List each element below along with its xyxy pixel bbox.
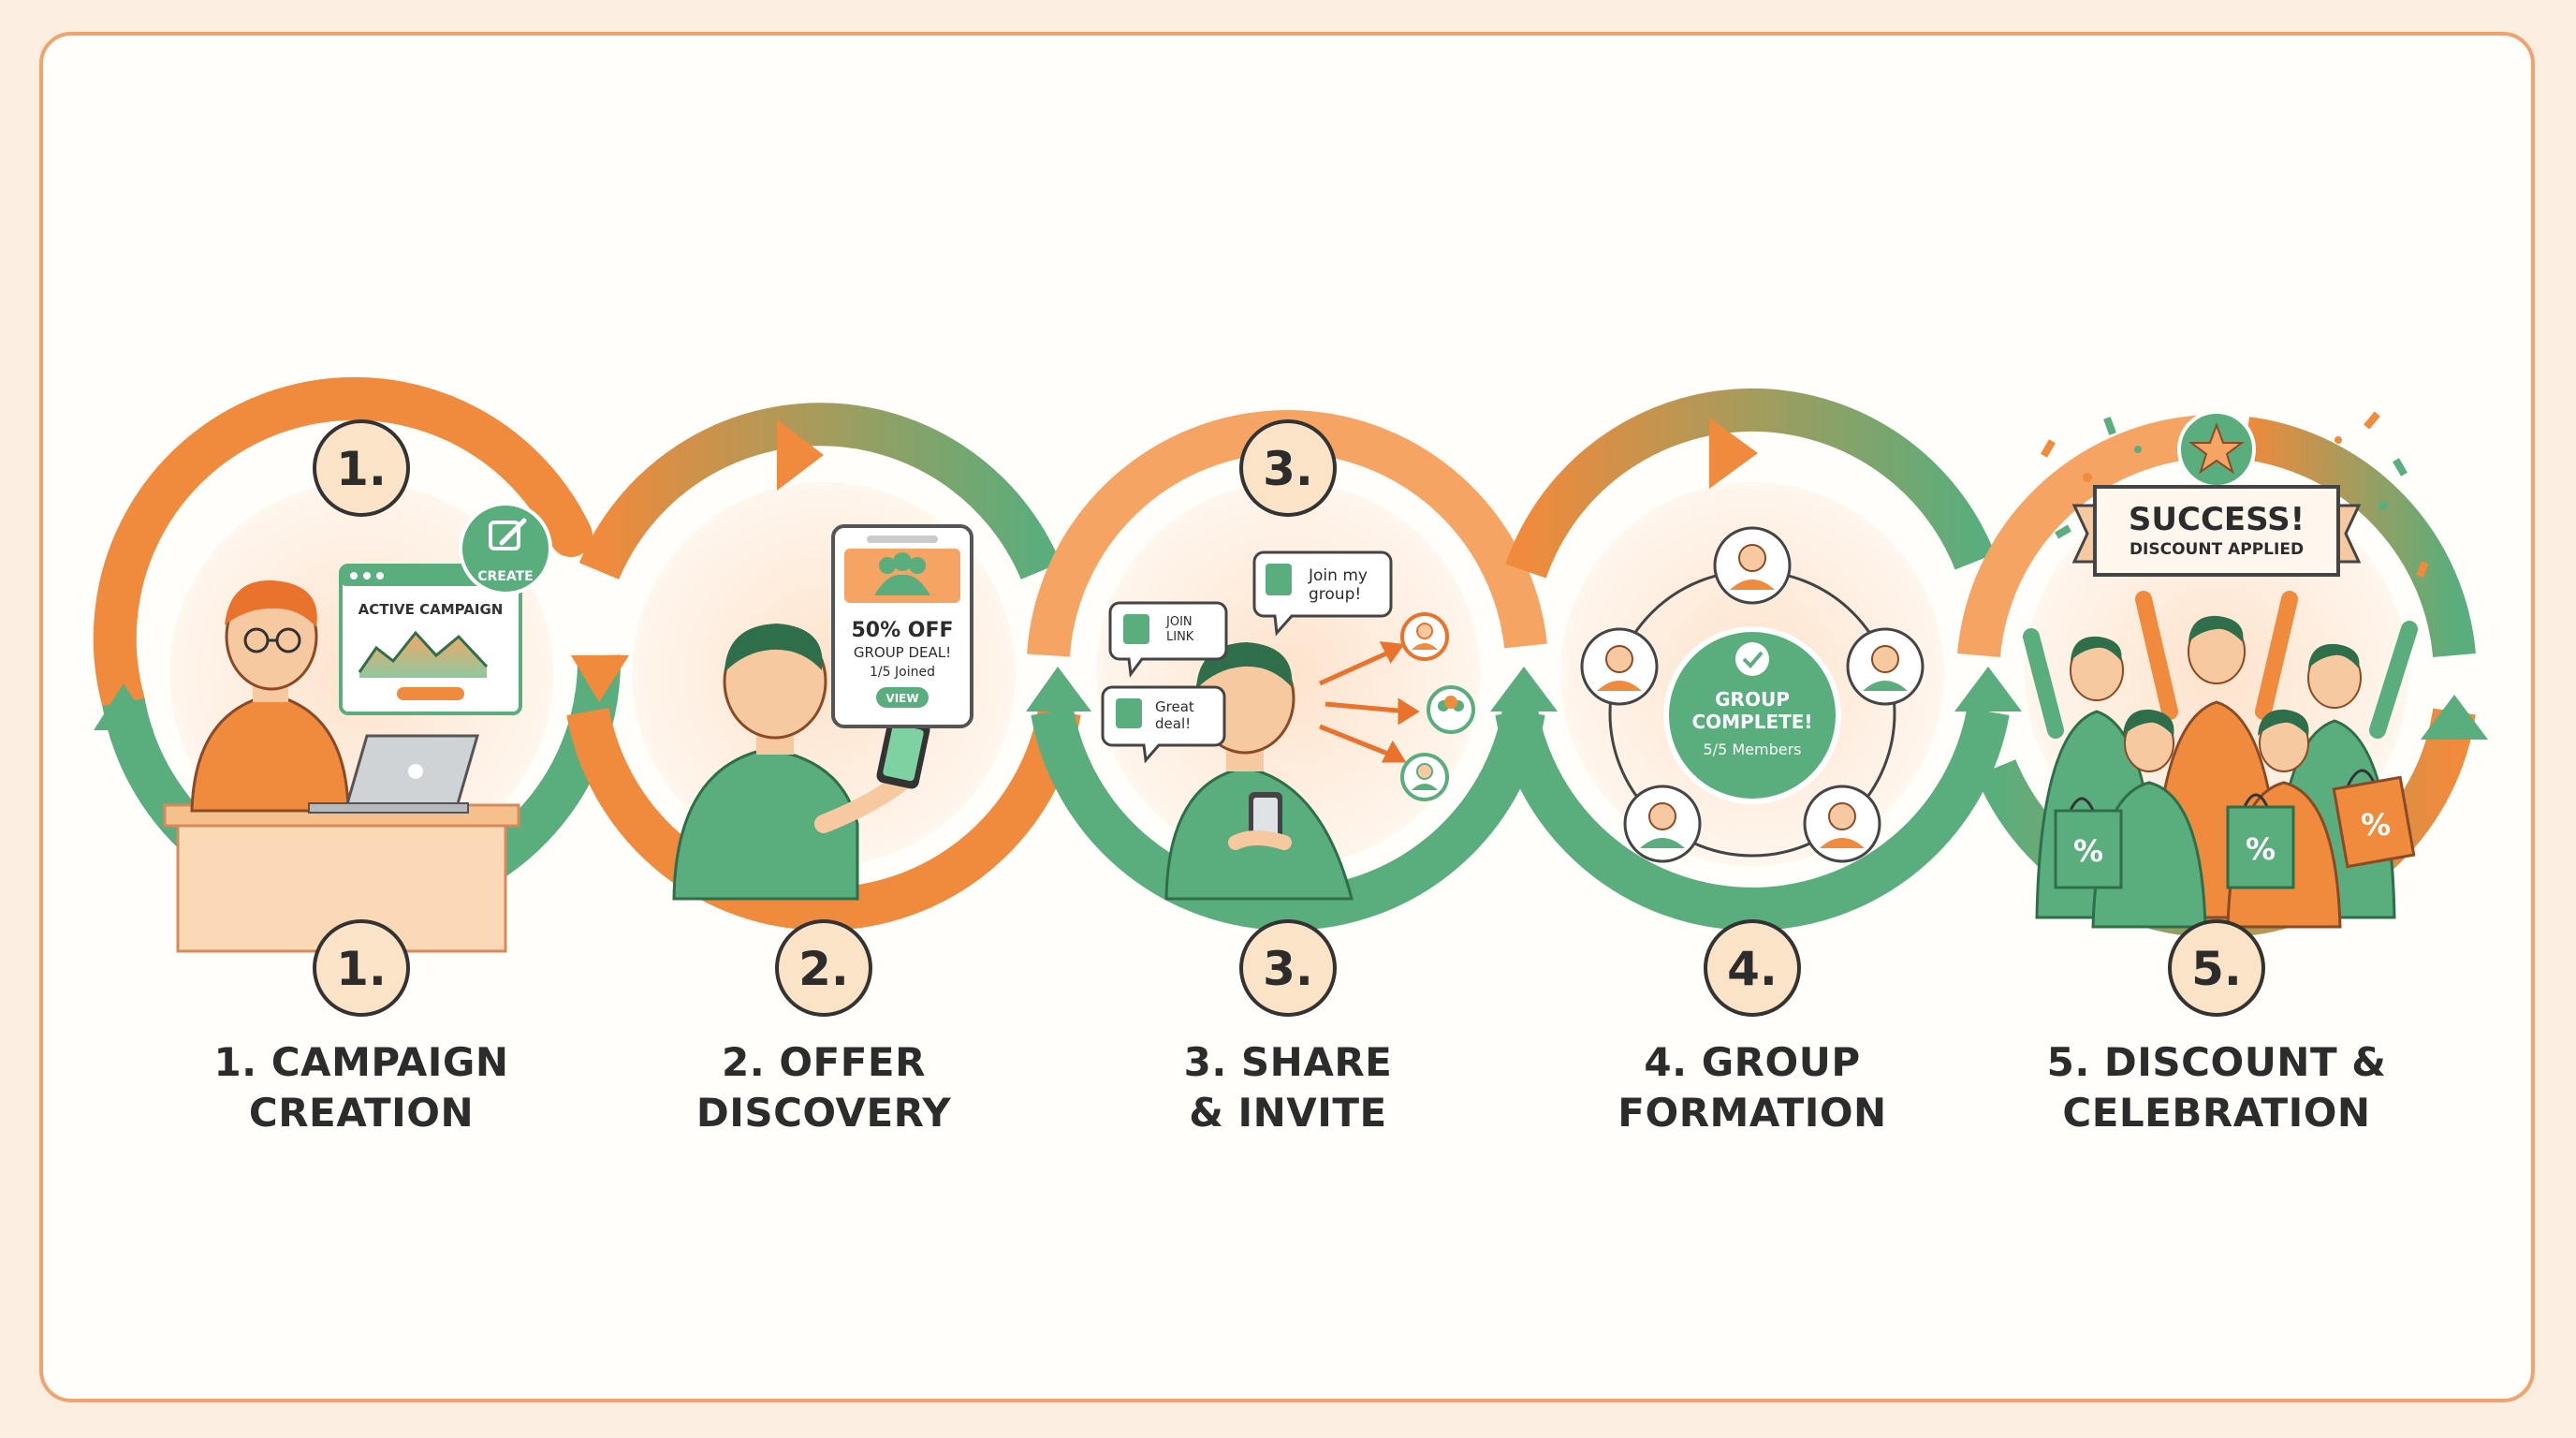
group-icon xyxy=(874,552,930,595)
dashboard-title: ACTIVE CAMPAIGN xyxy=(359,601,504,618)
arrow-head-icon xyxy=(1709,418,1758,489)
discount-applied-label: DISCOUNT APPLIED xyxy=(2130,540,2304,559)
top-arc xyxy=(1505,388,1996,579)
star-badge xyxy=(2177,410,2256,489)
link-icon xyxy=(1123,614,1149,644)
bottom-badge-number: 5. xyxy=(2191,942,2242,996)
step-1-label-line1: 1. CAMPAIGN xyxy=(213,1039,509,1085)
check-icon xyxy=(1735,642,1769,676)
step-2-label: 2. OFFER DISCOVERY xyxy=(627,1037,1020,1138)
step-3-label-line1: 3. SHARE xyxy=(1183,1039,1393,1085)
bottom-badge: 2. xyxy=(775,919,872,1017)
bag-percent: % xyxy=(2246,831,2276,867)
link-icon xyxy=(1266,564,1292,595)
campaign-dashboard: ACTIVE CAMPAIGN xyxy=(339,564,522,715)
create-button: CREATE xyxy=(459,502,552,595)
step-3-label-line2: & INVITE xyxy=(1189,1090,1387,1136)
phone-icon xyxy=(876,716,930,789)
arrow-head-icon xyxy=(1026,667,1091,712)
bottom-badge-number: 1. xyxy=(336,942,387,996)
bag-percent: % xyxy=(2073,833,2103,869)
contact-avatars xyxy=(1400,612,1475,801)
offer-joined-count: 1/5 Joined xyxy=(870,665,935,680)
top-badge-number: 3. xyxy=(1263,442,1313,496)
step-2-label-line1: 2. OFFER xyxy=(722,1039,926,1085)
orange-arc xyxy=(1957,415,2211,658)
step-5-label-line1: 5. DISCOUNT & xyxy=(2046,1039,2387,1085)
person-icon xyxy=(190,580,350,813)
group-line1: GROUP xyxy=(1715,688,1790,711)
top-badge: 1. xyxy=(313,419,410,517)
step-2-offer-discovery: 50% OFF GROUP DEAL! 1/5 Joined VIEW 2. xyxy=(566,403,1091,1017)
bottom-badge: 3. xyxy=(1239,919,1337,1017)
group-line2: COMPLETE! xyxy=(1691,711,1812,733)
step-2-label-line2: DISCOVERY xyxy=(695,1090,952,1136)
arrow-head-icon xyxy=(94,683,154,730)
bag-percent: % xyxy=(2361,807,2391,843)
create-label: CREATE xyxy=(477,569,533,584)
step-1-campaign-creation: ACTIVE CAMPAIGN CREATE 1. 1. xyxy=(93,376,629,1017)
step-5-discount-celebration: SUCCESS! DISCOUNT APPLIED xyxy=(1957,410,2488,1017)
step-1-label-line2: CREATION xyxy=(248,1090,475,1136)
green-arc xyxy=(1031,707,1545,931)
success-banner: SUCCESS! DISCOUNT APPLIED xyxy=(2071,485,2362,577)
step-4-label-line1: 4. GROUP xyxy=(1644,1039,1861,1085)
arrow-head-icon xyxy=(777,419,824,491)
top-badge-number: 1. xyxy=(336,442,387,496)
laptop-icon xyxy=(308,734,479,814)
step-4-label: 4. GROUP FORMATION xyxy=(1556,1037,1949,1138)
shopping-bag-icon: % % % xyxy=(2054,769,2416,889)
phone-icon xyxy=(1228,792,1292,850)
arrow-head-icon xyxy=(1490,667,1558,712)
orange-arc xyxy=(566,707,1081,931)
step-4-label-line2: FORMATION xyxy=(1617,1090,1887,1136)
view-button xyxy=(876,687,929,708)
success-title: SUCCESS! xyxy=(2129,501,2305,538)
offer-discount: 50% OFF xyxy=(851,619,953,642)
star-icon xyxy=(2188,422,2245,475)
confetti-icon xyxy=(2041,411,2429,578)
arrow-head-icon xyxy=(2421,695,2488,740)
step-1-label: 1. CAMPAIGN CREATION xyxy=(165,1037,558,1138)
view-label: VIEW xyxy=(886,692,918,705)
bottom-badge: 5. xyxy=(2168,919,2265,1017)
member-avatars xyxy=(1580,526,1925,863)
top-right-arc xyxy=(2243,417,2476,658)
bottom-badge-number: 3. xyxy=(1263,942,1313,996)
bottom-badge: 1. xyxy=(313,919,410,1017)
arrow-icon xyxy=(1318,641,1420,763)
bottom-badge-number: 2. xyxy=(798,942,849,996)
step-5-label: 5. DISCOUNT & CELEBRATION xyxy=(2020,1037,2413,1138)
green-arc xyxy=(1495,707,2010,931)
bottom-badge-number: 4. xyxy=(1727,942,1778,996)
step-3-label: 3. SHARE & INVITE xyxy=(1091,1037,1485,1138)
group-members-count: 5/5 Members xyxy=(1704,741,1802,758)
orange-arc xyxy=(93,376,593,724)
person-icon xyxy=(672,624,910,901)
arrow-head-icon xyxy=(571,655,629,702)
edit-icon xyxy=(489,518,527,550)
offer-card: 50% OFF GROUP DEAL! 1/5 Joined VIEW xyxy=(831,524,973,728)
link-icon xyxy=(1116,698,1142,728)
step-4-group-formation: GROUP COMPLETE! 5/5 Members 4. xyxy=(1495,388,2022,1017)
group-complete-badge: GROUP COMPLETE! 5/5 Members xyxy=(1663,626,1841,804)
arrow-head-icon xyxy=(1954,667,2022,712)
bottom-badge: 4. xyxy=(1704,919,1801,1017)
top-badge: 3. xyxy=(1239,419,1337,517)
step-5-label-line2: CELEBRATION xyxy=(2062,1090,2371,1136)
top-arc xyxy=(578,403,1061,580)
offer-deal: GROUP DEAL! xyxy=(854,644,951,661)
